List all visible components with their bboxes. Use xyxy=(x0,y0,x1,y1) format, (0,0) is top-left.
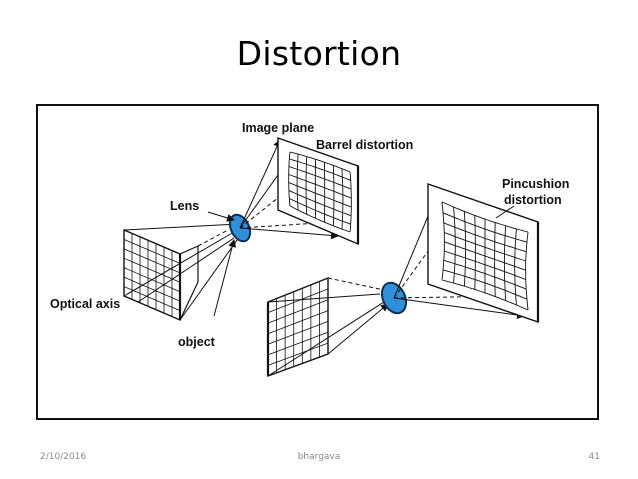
grid-line xyxy=(267,310,329,335)
distorted-grid-line xyxy=(442,269,528,300)
distorted-grid-line xyxy=(296,154,299,211)
distorted-grid-line xyxy=(289,151,351,173)
grid-line xyxy=(123,239,181,264)
label-pincushion-1: Pincushion xyxy=(502,177,569,191)
distorted-grid-line xyxy=(289,205,351,233)
grid-line xyxy=(267,321,329,345)
grid-line xyxy=(267,299,329,324)
distortion-diagram: Image plane Barrel distortion Lens Optic… xyxy=(36,104,599,420)
pincushion-pointer xyxy=(495,205,515,219)
diagram-svg: Image plane Barrel distortion Lens Optic… xyxy=(50,121,569,378)
optical-axis-left xyxy=(137,237,235,303)
distorted-grid-line xyxy=(305,156,308,215)
distorted-grid-line xyxy=(503,225,507,301)
distorted-grid-line xyxy=(443,259,527,290)
distorted-grid-line xyxy=(441,279,529,311)
grid-line xyxy=(123,276,181,302)
label-lens: Lens xyxy=(170,199,199,213)
distorted-grid-line xyxy=(332,165,335,226)
distorted-grid-line xyxy=(288,151,291,207)
footer-date: 2/10/2016 xyxy=(40,452,87,462)
distorted-grid-line xyxy=(444,250,526,280)
distorted-grid-line xyxy=(444,241,526,271)
label-object: object xyxy=(178,335,216,349)
distorted-grid-line xyxy=(288,174,352,199)
distorted-grid-line xyxy=(289,158,351,181)
slide-title: Distortion xyxy=(236,34,402,73)
footer-author: bhargava xyxy=(297,452,341,462)
rays-object-to-lens-left xyxy=(123,220,241,321)
grid-line xyxy=(267,288,329,313)
grid-line xyxy=(123,257,181,283)
label-image-plane: Image plane xyxy=(242,121,314,135)
distorted-grid-line xyxy=(525,231,529,311)
image-plane-left xyxy=(277,137,360,246)
label-pincushion-2: distortion xyxy=(504,193,562,207)
image-plane-right xyxy=(427,183,540,323)
distorted-grid-line xyxy=(494,222,496,297)
object-pointer-left xyxy=(213,239,237,317)
distorted-grid-line xyxy=(288,182,352,208)
pincushion-system: Pincushion distortion xyxy=(266,177,569,378)
object-grid-right xyxy=(266,276,329,378)
distorted-grid-line xyxy=(349,171,352,233)
distorted-grid-line xyxy=(514,228,517,306)
distorted-grid-line xyxy=(289,198,351,225)
distorted-grid-line xyxy=(288,190,352,217)
footer-page-number: 41 xyxy=(588,452,600,462)
lens-pointer xyxy=(207,211,235,222)
barrel-system: Image plane Barrel distortion Lens Optic… xyxy=(50,121,413,349)
label-optical-axis: Optical axis xyxy=(50,297,120,311)
distorted-grid-line xyxy=(341,168,344,230)
label-barrel-distortion: Barrel distortion xyxy=(316,138,413,152)
rays-object-to-lens-right xyxy=(267,277,389,377)
grid-line xyxy=(267,342,329,366)
grid-line xyxy=(267,331,329,356)
distorted-grid-line xyxy=(288,166,352,190)
